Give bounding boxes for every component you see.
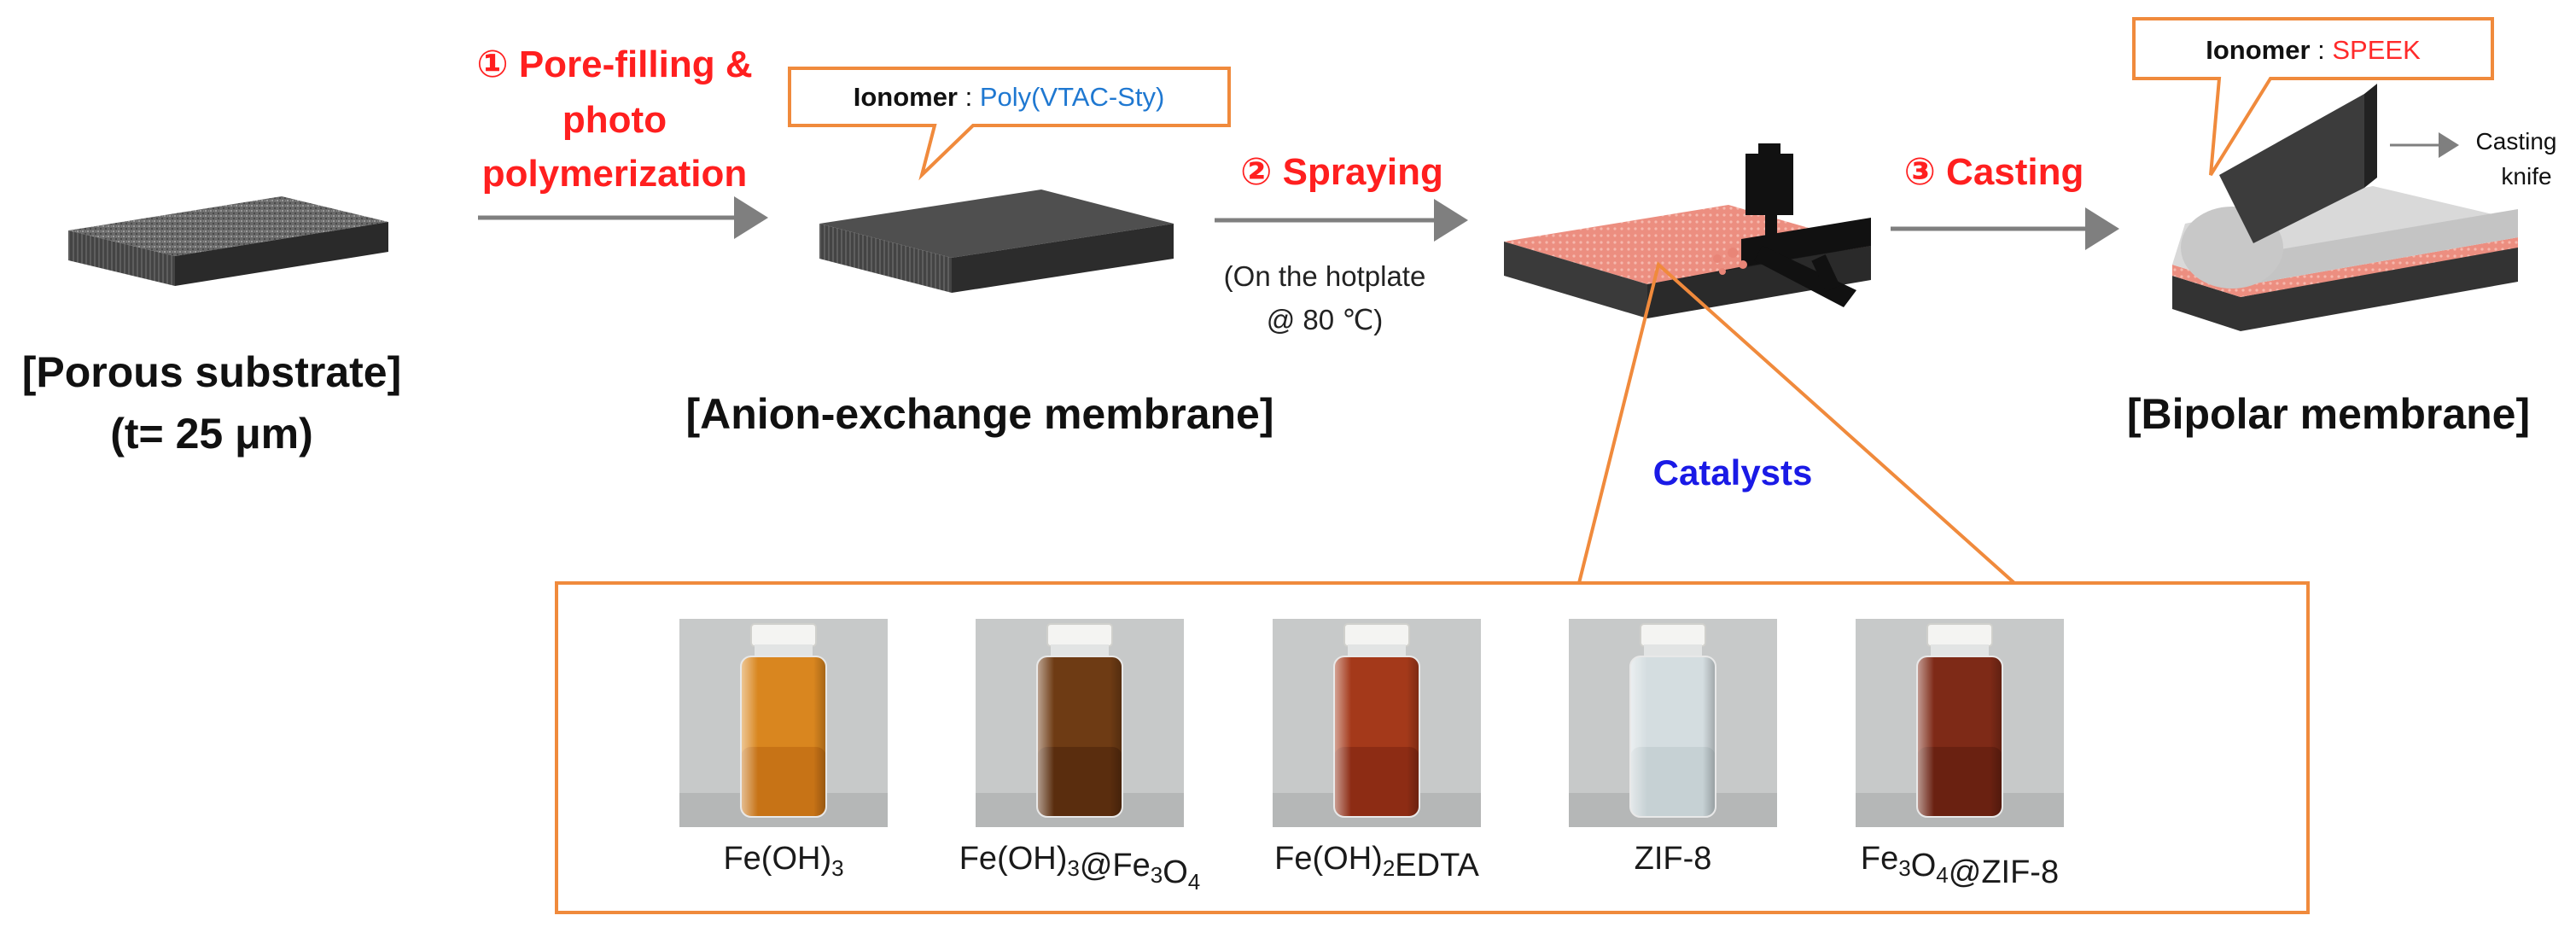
aem-ionomer-text: Ionomer : Poly(VTAC-Sty) [854, 82, 1165, 112]
catalyst-item: Fe(OH)3 [679, 619, 888, 881]
aem-label: [Anion-exchange membrane] [685, 390, 1273, 438]
casting-knife-icon [2181, 84, 2377, 289]
spray-gun-icon [1713, 143, 1856, 307]
catalyst-label: Fe(OH)2EDTA [1274, 841, 1479, 883]
catalyst-item: Fe3O4@ZIF-8 [1856, 619, 2064, 890]
bpm-label: [Bipolar membrane] [2127, 390, 2530, 438]
catalyst-item: Fe(OH)2EDTA [1273, 619, 1481, 883]
bottle-glass [1629, 656, 1716, 818]
porous-substrate-block [68, 196, 388, 286]
catalyst-label: Fe(OH)3 [723, 841, 843, 881]
bottle-glass [1916, 656, 2003, 818]
step2-title: ② Spraying [1240, 151, 1443, 193]
step1-title-line3: polymerization [482, 153, 748, 195]
catalyst-label: Fe(OH)3@Fe3O4 [959, 841, 1201, 895]
bottle-neck [1348, 644, 1406, 656]
bottle-neck [1051, 644, 1109, 656]
porous-substrate-label: [Porous substrate] [22, 348, 402, 396]
anion-exchange-membrane-block [819, 189, 1174, 293]
bottle-cap [1926, 623, 1993, 647]
bottle-cap [1640, 623, 1706, 647]
casting-knife-label-line1: Casting [2476, 128, 2557, 154]
catalyst-label: ZIF-8 [1635, 841, 1712, 877]
aem-ionomer-callout [788, 67, 1231, 181]
bpm-ionomer-text: Ionomer : SPEEK [2206, 35, 2421, 65]
step2-note-line2: @ 80 ℃) [1267, 304, 1384, 335]
bottle-cap [1046, 623, 1113, 647]
bottle-neck [1644, 644, 1702, 656]
catalyst-item: ZIF-8 [1569, 619, 1777, 877]
catalyst-bottles: Fe(OH)3 Fe(OH)3@Fe3O4 Fe(OH)2EDTA ZIF-8 Fe3O… [679, 619, 2064, 895]
catalyst-label: Fe3O4@ZIF-8 [1861, 841, 2059, 890]
step2-note-line1: (On the hotplate [1224, 260, 1426, 292]
bpm-ionomer-callout [2132, 17, 2494, 177]
step3-title: ③ Casting [1904, 151, 2084, 193]
step1-title-line2: photo [562, 99, 667, 141]
step1-title-line1: ① Pore-filling & [476, 44, 752, 85]
bottle-neck [1931, 644, 1989, 656]
substrate-thickness-label: (t= 25 μm) [110, 410, 313, 458]
catalyst-callout-lines [1577, 261, 2016, 585]
catalyst-item: Fe(OH)3@Fe3O4 [959, 619, 1201, 895]
bottle-glass [1036, 656, 1123, 818]
bottle-cap [1343, 623, 1410, 647]
casting-knife-label-line2: knife [2501, 163, 2551, 189]
catalysts-title: Catalysts [1653, 452, 1813, 493]
bottle-neck [755, 644, 813, 656]
bottle-cap [750, 623, 817, 647]
bottle-glass [740, 656, 827, 818]
bottle-glass [1333, 656, 1420, 818]
